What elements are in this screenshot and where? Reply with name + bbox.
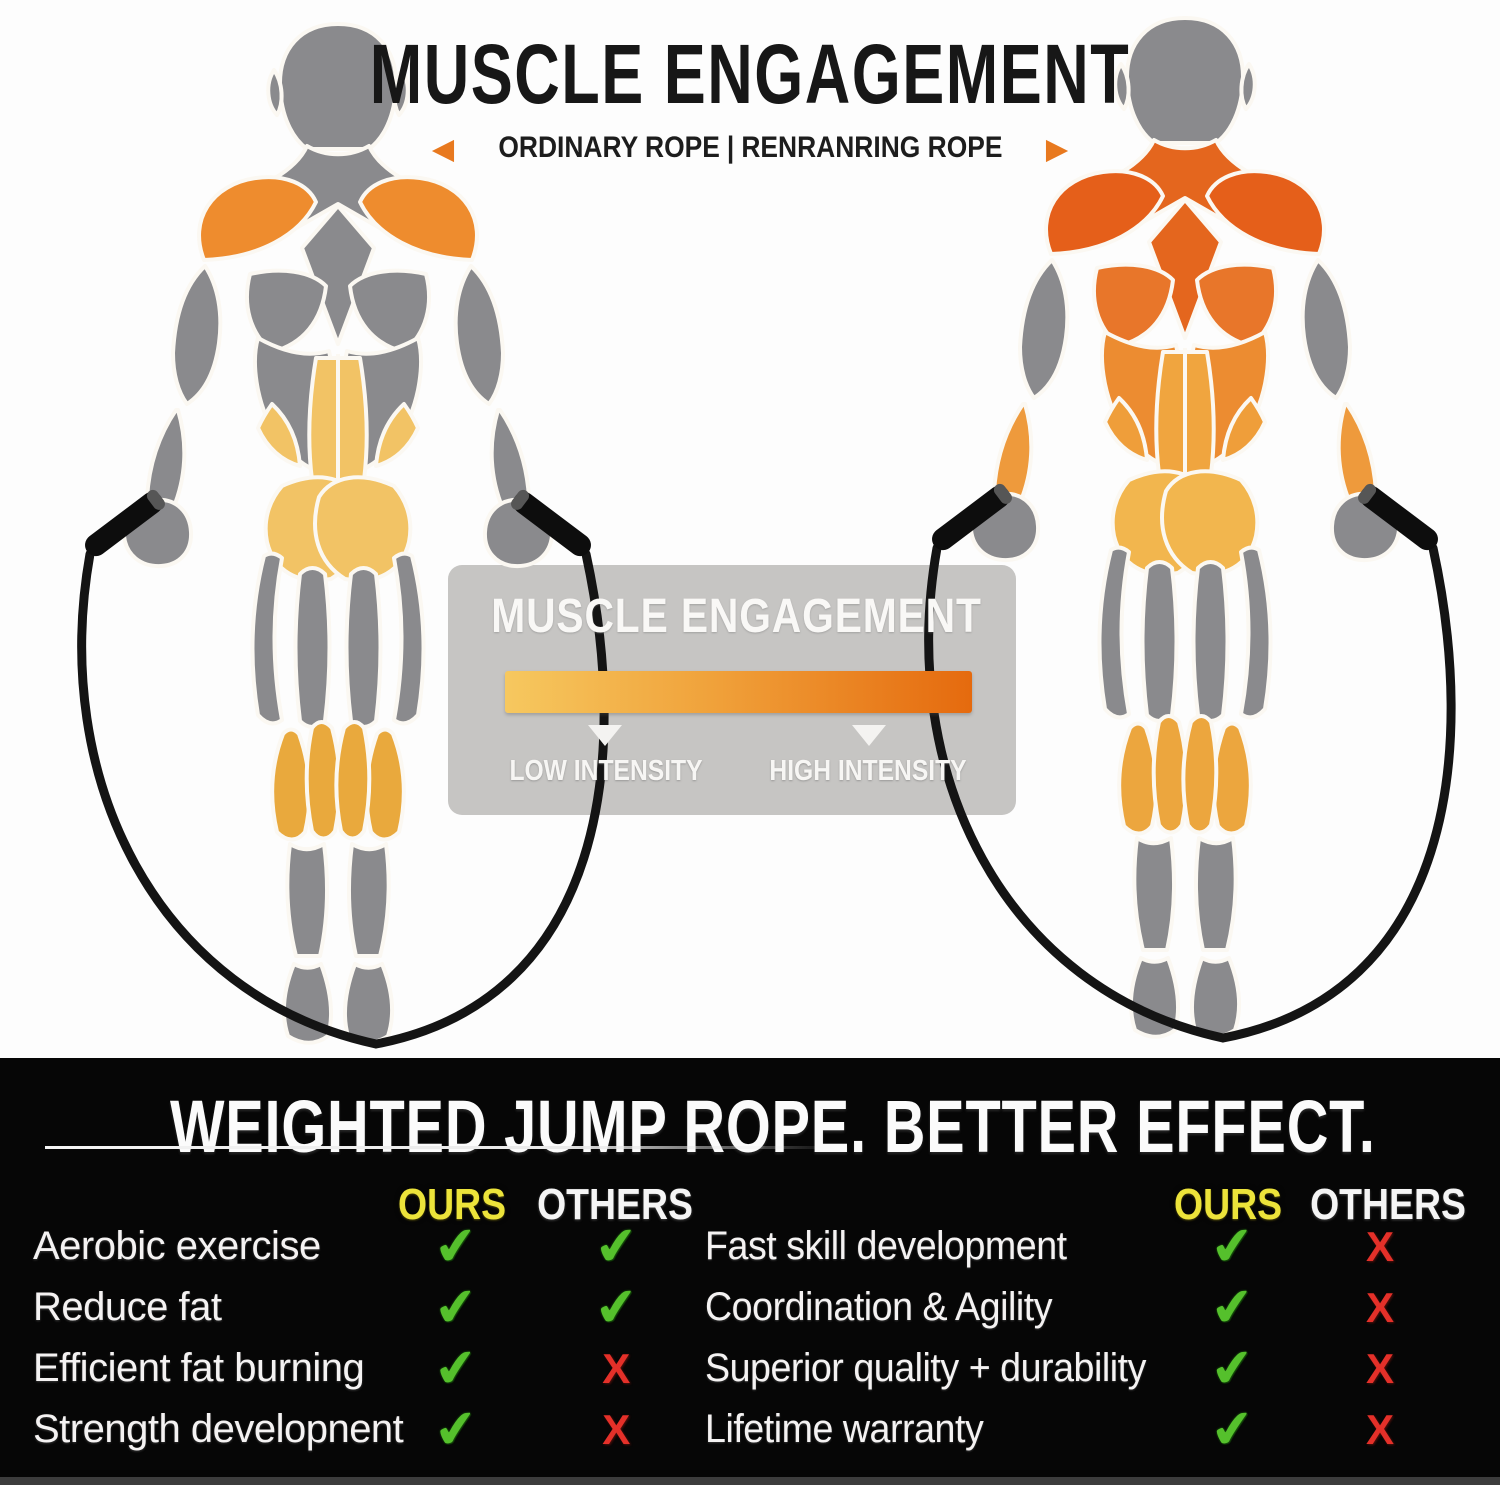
comparison-table-left: Aerobic exercise ✔ ✔ Reduce fat ✔ ✔ Effi… xyxy=(25,1215,730,1461)
others-mark: X xyxy=(1365,1405,1394,1453)
row-label: Efficient fat burning xyxy=(33,1346,365,1390)
ours-mark: ✔ xyxy=(1207,1398,1258,1461)
table-row: Reduce fat ✔ ✔ xyxy=(25,1276,730,1339)
table-row: Efficient fat burning ✔ X xyxy=(25,1337,730,1400)
table-row: Fast skill development ✔ X xyxy=(705,1215,1495,1278)
ours-mark: ✔ xyxy=(430,1215,481,1278)
others-mark: X xyxy=(1365,1344,1394,1392)
ours-mark: ✔ xyxy=(1207,1276,1258,1339)
weighted-rope-figure xyxy=(928,16,1451,1039)
comparison-section: WEIGHTED JUMP ROPE. BETTER EFFECT. OURS … xyxy=(0,1058,1500,1485)
column-header-ours-left: OURS xyxy=(397,1180,507,1229)
row-label: Strength developnent xyxy=(33,1407,404,1451)
table-row: Superior quality + durability ✔ X xyxy=(705,1337,1495,1400)
bottom-edge-strip xyxy=(0,1477,1500,1485)
row-label: Aerobic exercise xyxy=(33,1224,321,1268)
divider-line xyxy=(45,1146,840,1149)
ours-mark: ✔ xyxy=(1207,1215,1258,1278)
muscle-engagement-section: MUSCLE ENGAGEMENT ◀ORDINARY ROPE|RENRANR… xyxy=(0,16,1500,1058)
ours-mark: ✔ xyxy=(1207,1337,1258,1400)
others-mark: X xyxy=(1365,1222,1394,1270)
row-label: Lifetime warranty xyxy=(705,1407,984,1451)
table-row: Strength developnent ✔ X xyxy=(25,1398,730,1461)
others-mark: X xyxy=(1365,1283,1394,1331)
others-mark: X xyxy=(602,1344,631,1392)
column-header-others-left: OTHERS xyxy=(537,1180,693,1229)
muscle-body xyxy=(968,16,1402,1039)
table-row: Lifetime warranty ✔ X xyxy=(705,1398,1495,1461)
comparison-title: WEIGHTED JUMP ROPE. BETTER EFFECT. xyxy=(170,1085,1376,1168)
ours-mark: ✔ xyxy=(430,1276,481,1339)
table-row: Aerobic exercise ✔ ✔ xyxy=(25,1215,730,1278)
row-label: Reduce fat xyxy=(33,1285,222,1329)
ours-mark: ✔ xyxy=(430,1398,481,1461)
ordinary-rope-figure xyxy=(81,22,604,1045)
others-mark: X xyxy=(602,1405,631,1453)
column-header-ours-right: OURS xyxy=(1173,1180,1283,1229)
table-row: Coordination & Agility ✔ X xyxy=(705,1276,1495,1339)
muscle-body xyxy=(121,22,555,1045)
ours-mark: ✔ xyxy=(430,1337,481,1400)
row-label: Fast skill development xyxy=(705,1224,1067,1268)
comparison-table-right: Fast skill development ✔ X Coordination … xyxy=(705,1215,1495,1461)
row-label: Coordination & Agility xyxy=(705,1285,1053,1329)
anatomy-scene xyxy=(0,16,1500,1058)
row-label: Superior quality + durability xyxy=(705,1346,1146,1390)
column-header-others-right: OTHERS xyxy=(1310,1180,1466,1229)
